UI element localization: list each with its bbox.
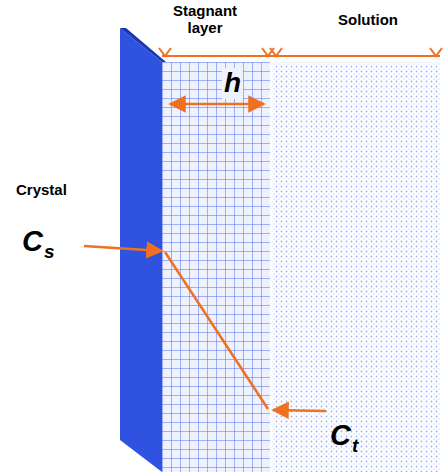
part-label: Crystal — [16, 182, 67, 199]
region-bracket — [159, 48, 442, 56]
dimension-symbol: h — [222, 68, 243, 99]
ct-pointer — [273, 410, 326, 411]
concentration-profile — [165, 252, 268, 409]
cs-pointer — [84, 246, 162, 251]
concentration-subscript: t — [352, 436, 358, 457]
concentration-symbol: C — [330, 420, 351, 452]
thickness-arrow — [170, 103, 264, 106]
region-label: Stagnant layer — [160, 3, 250, 36]
concentration-subscript: s — [44, 242, 55, 263]
concentration-symbol: C — [22, 226, 43, 258]
region-label: Solution — [338, 12, 398, 29]
stagnant-layer-grid — [162, 62, 270, 472]
crystal-edge — [120, 28, 166, 62]
solution-region — [272, 62, 440, 472]
